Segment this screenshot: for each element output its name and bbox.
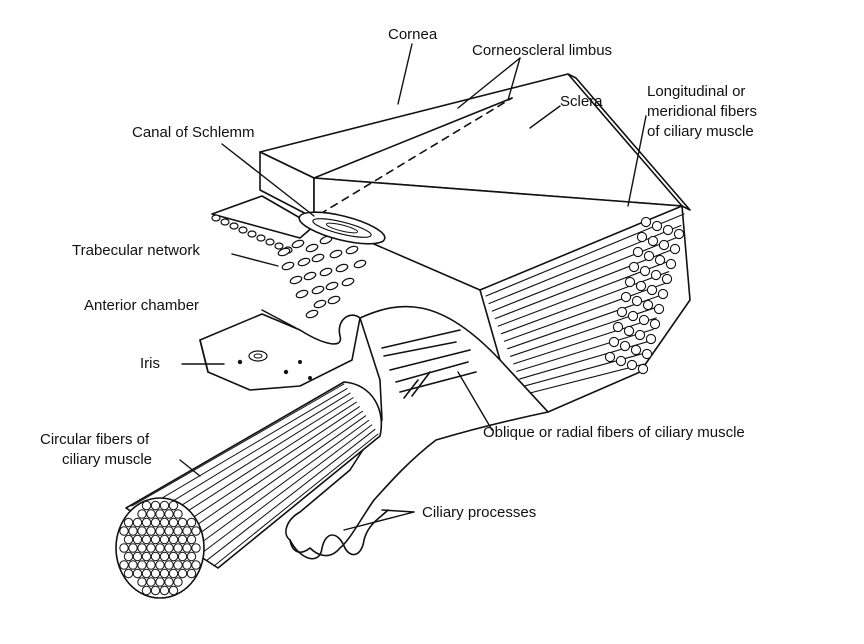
leader-cornea — [397, 43, 413, 105]
leader-canal — [221, 143, 315, 217]
leader-processes-a — [343, 511, 415, 531]
label-anterior-chamber: Anterior chamber — [84, 297, 200, 314]
label-longitudinal-line1: Longitudinal or — [647, 83, 746, 100]
label-corneoscleral-limbus: Corneoscleral limbus — [472, 42, 613, 59]
label-sclera: Sclera — [560, 93, 603, 110]
label-circular-line1: Circular fibers of — [40, 431, 150, 448]
label-iris: Iris — [140, 355, 160, 372]
label-ciliary-processes: Ciliary processes — [422, 504, 537, 521]
leader-anterior-chamber — [261, 309, 297, 329]
iris-and-chamber — [199, 313, 361, 391]
label-canal-of-schlemm: Canal of Schlemm — [132, 124, 255, 141]
label-longitudinal-line2: meridional fibers — [647, 103, 758, 120]
leader-circular — [179, 459, 201, 477]
leader-lines — [179, 43, 647, 531]
leader-limbus-a — [457, 57, 521, 109]
label-longitudinal-line3: of ciliary muscle — [647, 123, 754, 140]
leader-trabecular — [231, 253, 279, 267]
leader-processes-b — [381, 509, 415, 513]
canal-of-schlemm — [298, 211, 386, 245]
leader-oblique — [457, 371, 493, 431]
label-trabecular-network: Trabecular network — [72, 242, 200, 259]
trabecular-meshwork — [211, 195, 367, 319]
longitudinal-fibers — [479, 205, 691, 413]
leader-limbus-b — [507, 57, 521, 101]
sclera-block — [259, 73, 691, 291]
label-oblique-radial: Oblique or radial fibers of ciliary musc… — [483, 424, 745, 441]
ciliary-processes-shape — [289, 509, 389, 560]
leader-sclera — [529, 105, 561, 129]
leader-longitudinal — [627, 115, 647, 207]
label-cornea: Cornea — [388, 26, 438, 43]
label-circular-line2: ciliary muscle — [62, 451, 153, 468]
circular-fibers — [115, 381, 383, 599]
